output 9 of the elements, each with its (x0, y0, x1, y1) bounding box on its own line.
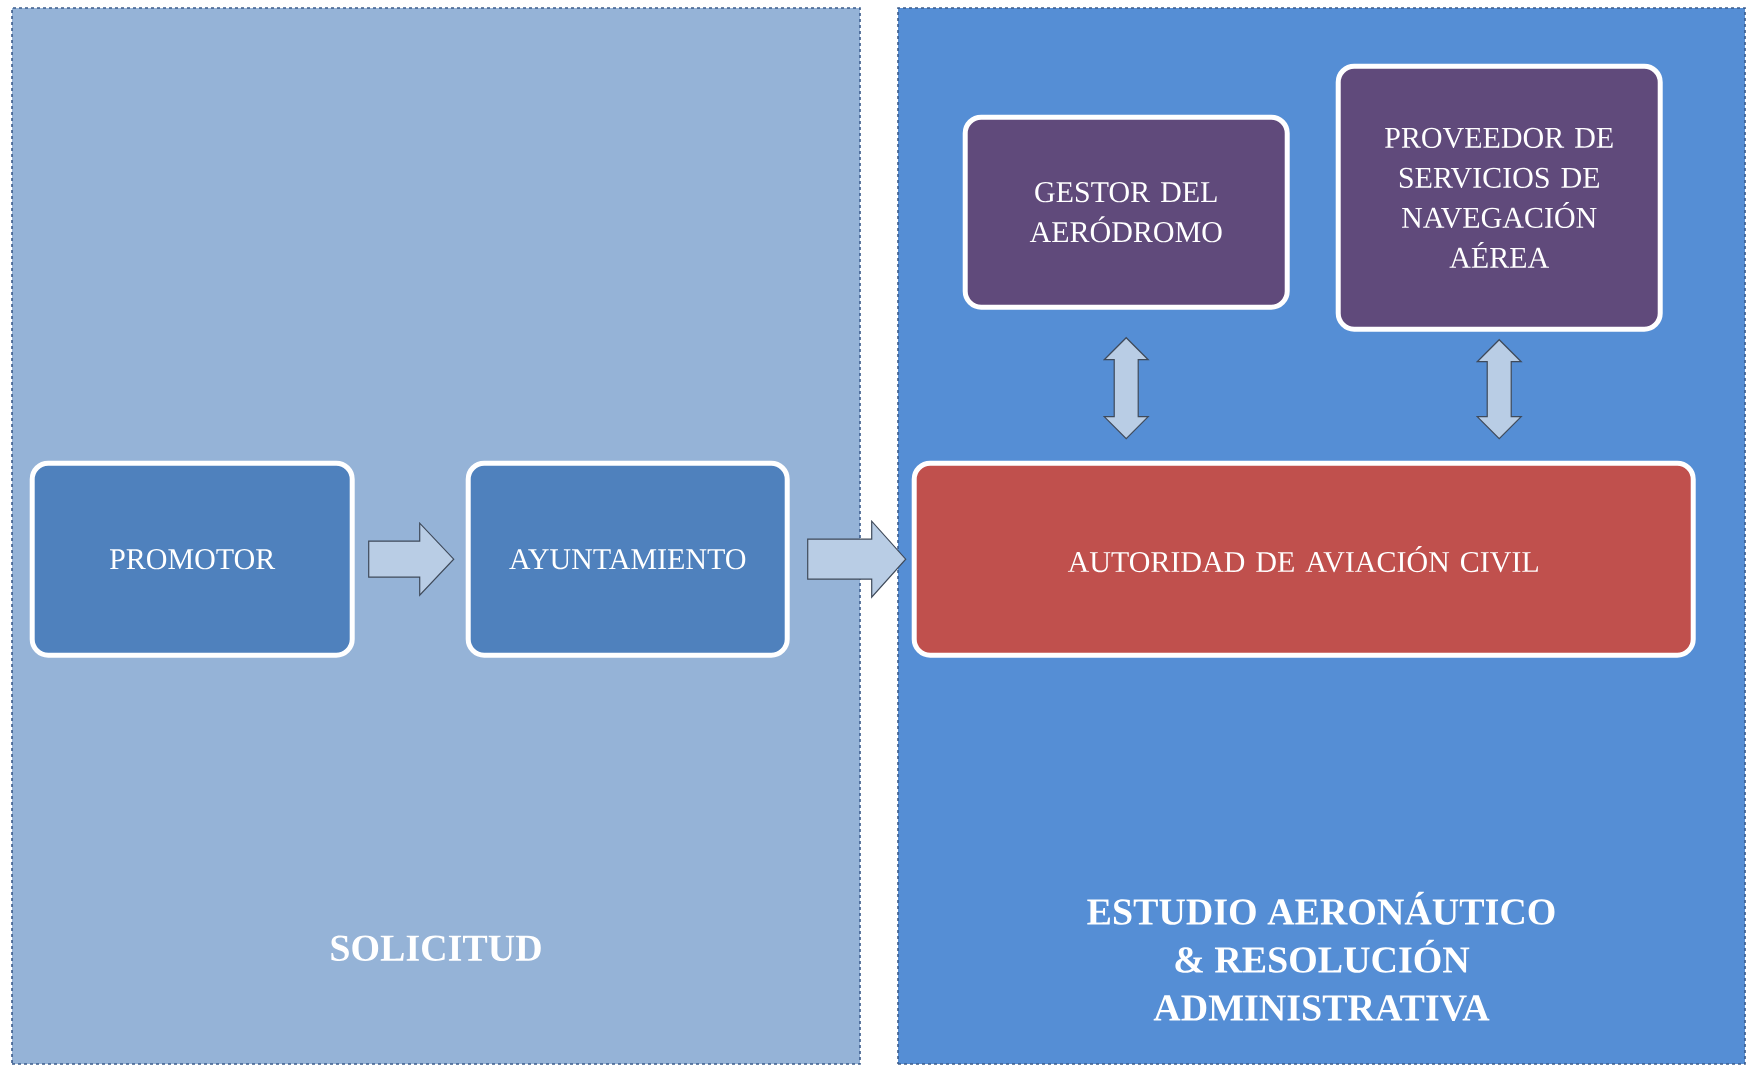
block-arrow (1475, 338, 1523, 440)
process-box: PROMOTOR (29, 460, 355, 658)
process-box: AUTORIDAD DE AVIACIÓN CIVIL (911, 460, 1696, 658)
process-box: GESTOR DEL AERÓDROMO (962, 114, 1290, 310)
process-box: PROVEEDOR DE SERVICIOS DE NAVEGACIÓN AÉREA (1335, 63, 1663, 332)
block-arrow (1102, 336, 1150, 440)
block-arrow (368, 521, 455, 597)
block-arrow (807, 519, 907, 599)
process-box: AYUNTAMIENTO (465, 460, 790, 658)
